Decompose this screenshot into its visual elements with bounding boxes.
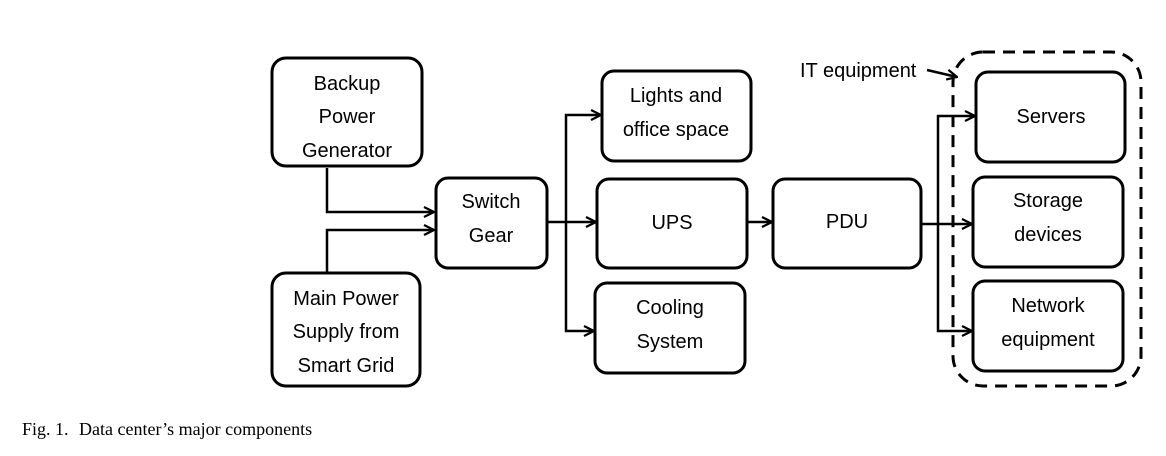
network-line-2: equipment	[1001, 329, 1095, 351]
wire-bus-to-lights	[564, 115, 601, 222]
servers-label: Servers	[1017, 106, 1086, 128]
storage-line-1: Storage	[1013, 190, 1083, 212]
cooling-line-1: Cooling	[636, 297, 704, 319]
backup-line-2: Power	[319, 106, 376, 128]
cooling-line-2: System	[637, 331, 704, 353]
backup-line-1: Backup	[314, 73, 381, 95]
pdu-label: PDU	[826, 211, 868, 233]
node-main-power-supply: Main Power Supply from Smart Grid	[270, 271, 422, 388]
main-supply-line-1: Main Power	[293, 288, 399, 310]
figure-number: Fig. 1.	[22, 419, 69, 439]
node-ups: UPS	[595, 177, 749, 270]
storage-line-2: devices	[1014, 224, 1082, 246]
lights-line-2: office space	[623, 119, 729, 141]
node-lights-office: Lights and office space	[600, 69, 753, 163]
wire-bus-to-servers	[936, 116, 975, 224]
it-equipment-group	[951, 50, 1143, 388]
node-network-equipment: Network equipment	[971, 279, 1125, 373]
ups-label: UPS	[651, 212, 692, 234]
backup-line-3: Generator	[302, 140, 392, 162]
node-backup-generator: Backup Power Generator	[270, 56, 424, 168]
lights-line-1: Lights and	[630, 85, 722, 107]
wire-it-label-pointer	[926, 68, 957, 77]
wire-bus-to-network	[936, 224, 972, 331]
connectors	[325, 68, 975, 331]
node-servers: Servers	[974, 70, 1127, 164]
node-switch-gear: Switch Gear	[434, 176, 549, 270]
wire-main-to-switch	[325, 230, 434, 272]
main-supply-line-2: Supply from	[293, 321, 400, 343]
figure-caption: Fig. 1. Data center’s major components	[22, 419, 312, 440]
main-supply-line-3: Smart Grid	[298, 355, 395, 377]
switch-gear-line-1: Switch	[462, 191, 521, 213]
figure-caption-text: Data center’s major components	[79, 419, 313, 439]
it-equipment-label: IT equipment	[800, 60, 917, 82]
wire-bus-to-cooling	[564, 222, 594, 331]
switch-gear-line-2: Gear	[469, 225, 514, 247]
network-line-1: Network	[1011, 295, 1085, 317]
node-cooling-system: Cooling System	[593, 281, 747, 375]
wire-backup-to-switch	[325, 168, 434, 212]
node-storage-devices: Storage devices	[971, 175, 1125, 269]
node-pdu: PDU	[771, 177, 923, 270]
